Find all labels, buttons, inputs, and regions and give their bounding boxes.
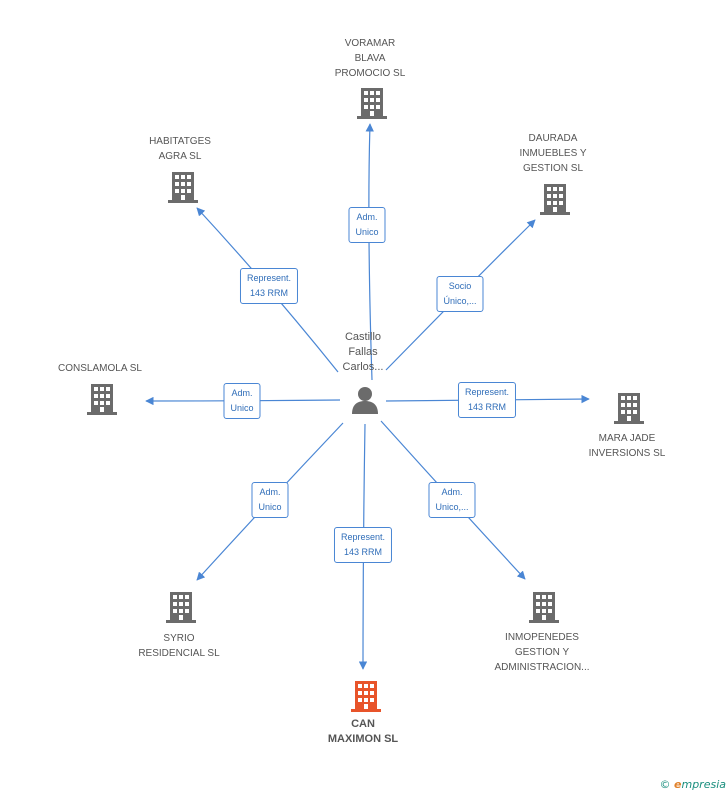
relation-label-line: Adm. bbox=[356, 212, 378, 222]
center-name-line: Castillo bbox=[344, 331, 382, 343]
relation-label-syrio[interactable]: Adm. Unico bbox=[251, 482, 289, 518]
relation-label-line: Represent. bbox=[246, 273, 292, 283]
relation-label-line: Unico bbox=[230, 403, 254, 413]
relation-label-voramar[interactable]: Adm. Unico bbox=[348, 207, 386, 243]
copyright-symbol: © bbox=[659, 778, 671, 791]
relation-label-line: Único,... bbox=[443, 296, 477, 306]
company-label-syrio[interactable]: SYRIO RESIDENCIAL SL bbox=[138, 631, 219, 661]
company-label-line: SYRIO bbox=[163, 633, 195, 644]
relation-label-line: Unico bbox=[355, 227, 379, 237]
person-icon[interactable] bbox=[352, 387, 378, 414]
company-label-line: INMOPENEDES bbox=[505, 632, 579, 643]
brand-logo-text: mpresia bbox=[681, 778, 726, 791]
company-label-canmaximon[interactable]: CAN MAXIMON SL bbox=[328, 717, 398, 747]
company-label-line: CONSLAMOLA SL bbox=[58, 363, 142, 374]
relation-label-line: Unico,... bbox=[435, 502, 469, 512]
relation-label-line: 143 RRM bbox=[343, 547, 382, 557]
company-label-voramar[interactable]: VORAMAR BLAVA PROMOCIO SL bbox=[335, 36, 406, 81]
company-label-habitatges[interactable]: HABITATGES AGRA SL bbox=[149, 134, 211, 164]
center-name-line: Carlos... bbox=[342, 361, 384, 373]
company-label-line: GESTION SL bbox=[522, 163, 583, 174]
relation-label-line: Represent. bbox=[464, 387, 510, 397]
company-label-line: RESIDENCIAL SL bbox=[138, 648, 220, 659]
company-label-line: BLAVA bbox=[354, 53, 386, 64]
building-icon-canmaximon[interactable] bbox=[351, 681, 381, 712]
company-label-inmopenedes[interactable]: INMOPENEDES GESTION Y ADMINISTRACION... bbox=[494, 630, 589, 675]
relation-label-line: Represent. bbox=[340, 532, 386, 542]
relation-label-line: 143 RRM bbox=[467, 402, 506, 412]
building-icon-daurada[interactable] bbox=[540, 184, 570, 215]
brand-logo-e: e bbox=[674, 778, 682, 791]
center-person-name[interactable]: Castillo Fallas Carlos... bbox=[343, 330, 384, 375]
relation-label-canmaximon[interactable]: Represent. 143 RRM bbox=[333, 527, 393, 563]
company-label-line: INMUEBLES Y bbox=[519, 148, 587, 159]
company-label-line: PROMOCIO SL bbox=[334, 68, 406, 79]
company-label-daurada[interactable]: DAURADA INMUEBLES Y GESTION SL bbox=[519, 131, 586, 176]
center-name-line: Fallas bbox=[348, 346, 378, 358]
company-label-conslamola[interactable]: CONSLAMOLA SL bbox=[58, 361, 142, 376]
company-label-line: CAN bbox=[351, 718, 375, 730]
building-icon-syrio[interactable] bbox=[166, 592, 196, 623]
building-icon-conslamola[interactable] bbox=[87, 384, 117, 415]
company-label-line: AGRA SL bbox=[158, 151, 202, 162]
relation-label-marajade[interactable]: Represent. 143 RRM bbox=[457, 382, 517, 418]
company-label-line: GESTION Y bbox=[514, 647, 570, 658]
company-label-line: INVERSIONS SL bbox=[588, 448, 666, 459]
relation-label-line: Unico bbox=[258, 502, 282, 512]
relation-label-conslamola[interactable]: Adm. Unico bbox=[223, 383, 261, 419]
relation-label-inmopenedes[interactable]: Adm. Unico,... bbox=[428, 482, 476, 518]
relation-label-line: Adm. bbox=[259, 487, 281, 497]
relation-label-line: Adm. bbox=[441, 487, 463, 497]
building-icon-voramar[interactable] bbox=[357, 88, 387, 119]
relation-label-habitatges[interactable]: Represent. 143 RRM bbox=[239, 268, 299, 304]
building-icon-habitatges[interactable] bbox=[168, 172, 198, 203]
company-label-line: MAXIMON SL bbox=[327, 733, 399, 745]
company-label-line: ADMINISTRACION... bbox=[494, 662, 590, 673]
relation-label-line: Adm. bbox=[231, 388, 253, 398]
company-label-marajade[interactable]: MARA JADE INVERSIONS SL bbox=[589, 431, 666, 461]
company-label-line: MARA JADE bbox=[598, 433, 656, 444]
brand-footer[interactable]: © empresia bbox=[660, 778, 726, 791]
building-icon-inmopenedes[interactable] bbox=[529, 592, 559, 623]
company-label-line: HABITATGES bbox=[149, 136, 211, 147]
building-icon-marajade[interactable] bbox=[614, 393, 644, 424]
company-label-line: DAURADA bbox=[528, 133, 578, 144]
relation-label-line: Socio bbox=[448, 281, 472, 291]
company-label-line: VORAMAR bbox=[344, 38, 396, 49]
relation-label-line: 143 RRM bbox=[249, 288, 288, 298]
